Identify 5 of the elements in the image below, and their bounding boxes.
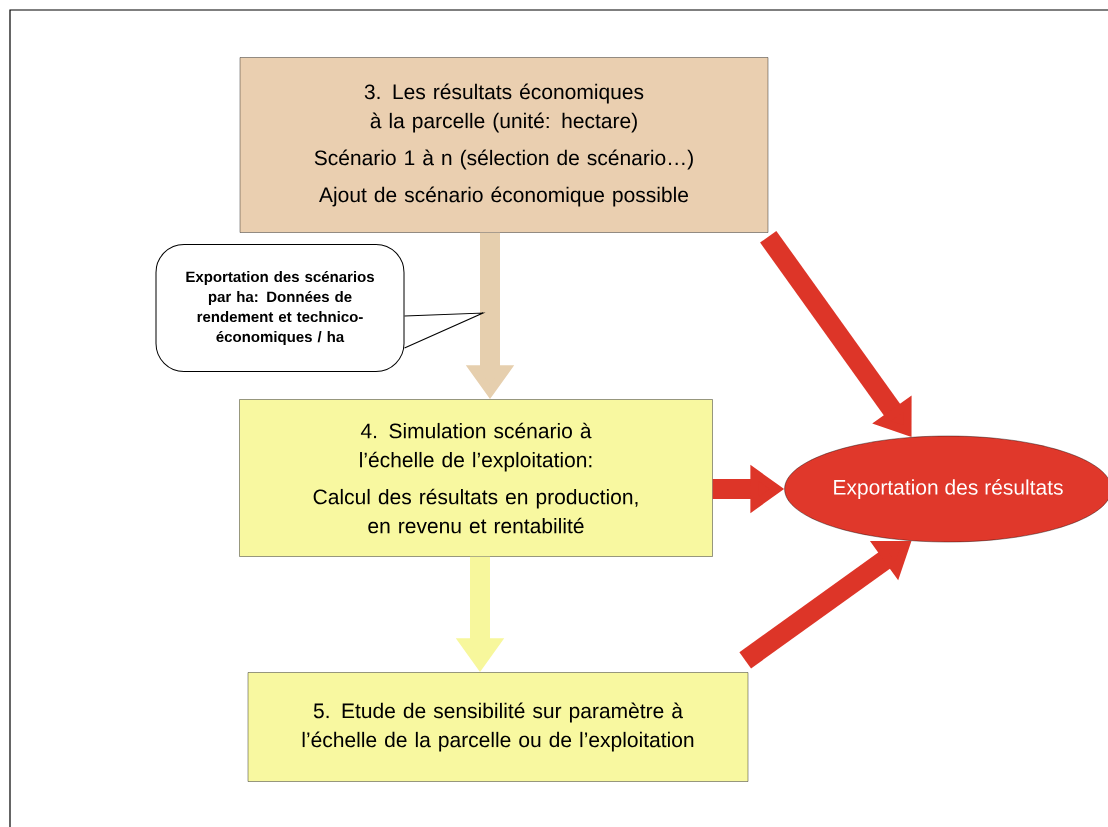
speech-bubble: Exportation des scénarios par ha: Données de rendement et technico-économiques / ha — [155, 244, 405, 372]
process-box: 3. Les résultats économiques à la parcelle (unité: hectare) Scénario 1 à n (sélection de scénario…) Ajout de scénario économique possible — [239, 57, 769, 233]
process-box: 4. Simulation scénario à l’échelle de l’exploitation: Calcul des résultats en production, en revenu et rentabilité — [239, 399, 713, 557]
process-box: 5. Etude de sensibilité sur paramètre à l’échelle de la parcelle ou de l’exploitation — [247, 672, 749, 782]
callout-tail — [404, 312, 484, 349]
